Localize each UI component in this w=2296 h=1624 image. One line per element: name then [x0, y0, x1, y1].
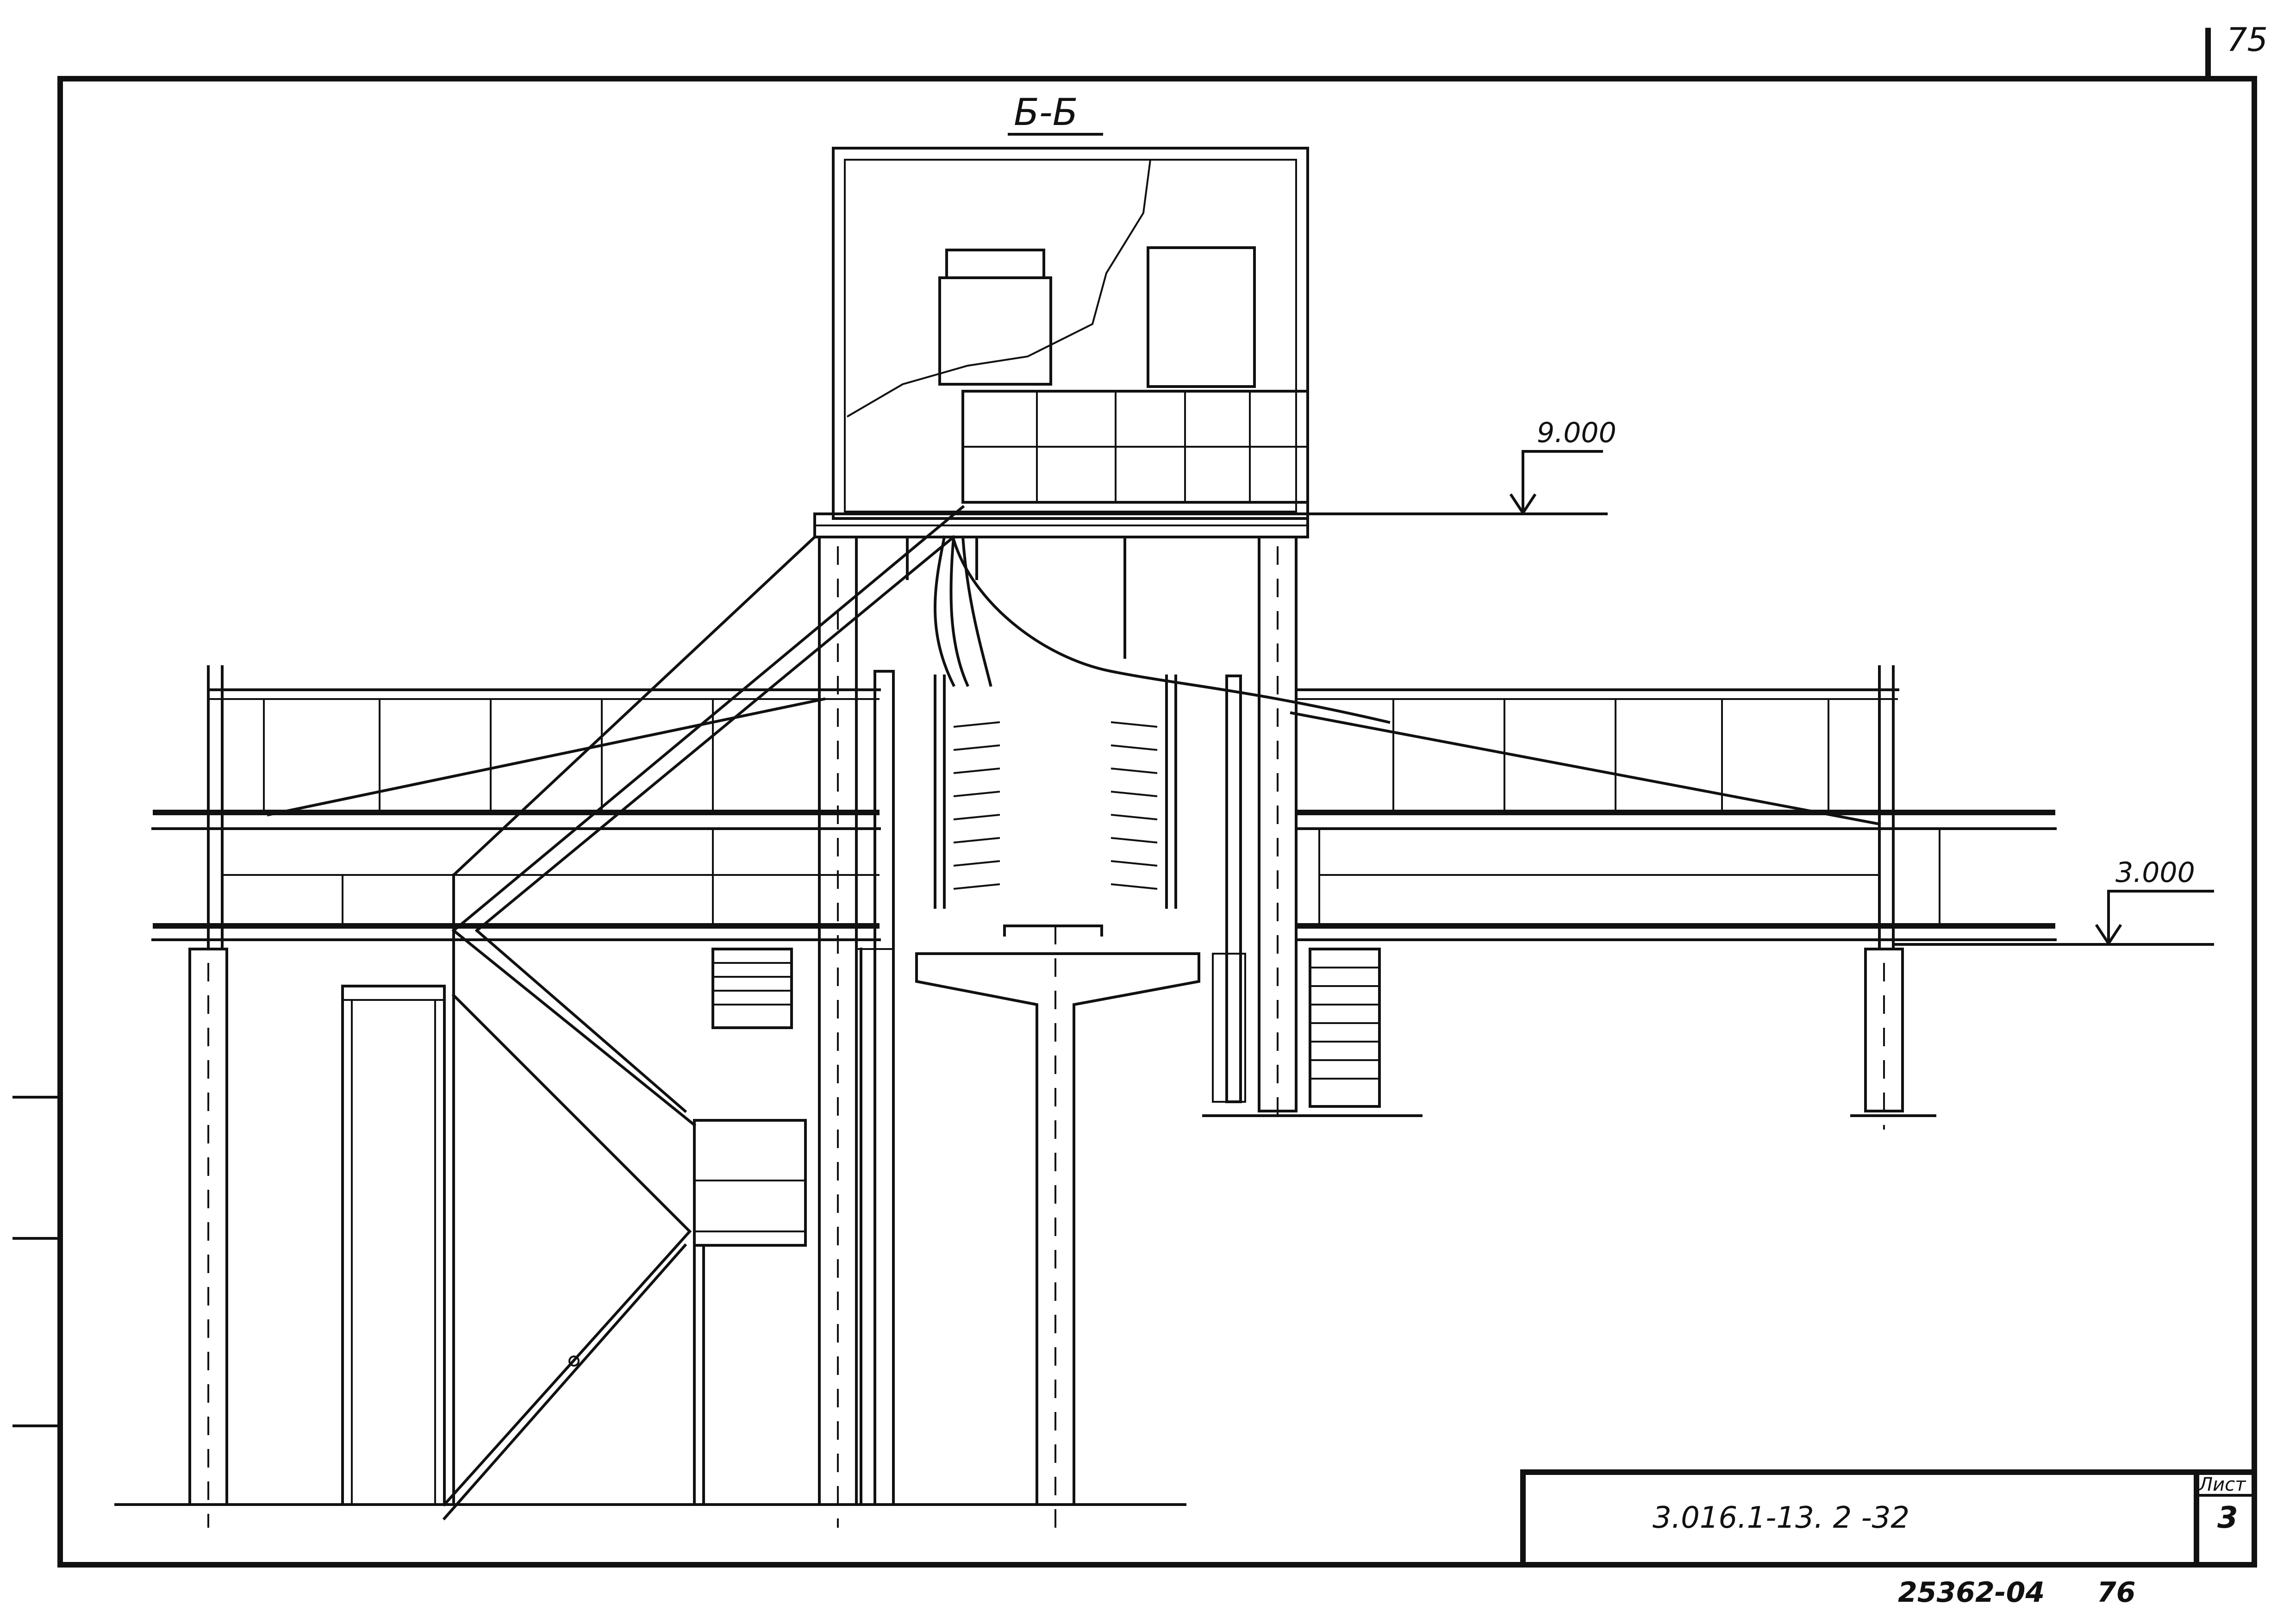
lower-deck-right: [1290, 665, 2057, 950]
section-title-group: Б-Б: [1008, 91, 1103, 136]
section-title: Б-Б: [1014, 91, 1078, 134]
upper-cabin: [832, 147, 1309, 520]
columns: [188, 536, 1904, 1528]
archive-number: 25362-04: [1898, 1576, 2045, 1609]
insulator-assembly: [934, 675, 1177, 937]
stair-under-deck-left: [711, 948, 793, 1029]
elevation-marker-lower: 3.000: [1892, 856, 2214, 946]
cable-bundle: [934, 535, 1391, 724]
intermediate-landing: [693, 1119, 807, 1506]
sheet-number: 3: [2217, 1501, 2238, 1535]
inclined-stair: [442, 505, 965, 1521]
sheet-frame: [57, 28, 2257, 1568]
stair-under-deck-right: [1309, 948, 1381, 1108]
elevation-marker-upper: 9.000: [1509, 417, 1616, 516]
title-block: 3.016.1-13. 2 -32 Лист 3: [1520, 1469, 2257, 1568]
archive-stamp: 25362-04 76: [1898, 1576, 2136, 1609]
archive-page: 76: [2097, 1576, 2136, 1609]
elevation-upper-label: 9.000: [1537, 417, 1616, 449]
lower-deck-left: [151, 665, 881, 950]
elevation-lower-label: 3.000: [2115, 856, 2195, 889]
sheet-label: Лист: [2198, 1474, 2246, 1495]
central-pedestal: [915, 926, 1200, 1528]
drawing-designation: 3.016.1-13. 2 -32: [1653, 1501, 1909, 1535]
margin-ticks: [12, 1096, 62, 1427]
upper-platform: [813, 512, 1608, 659]
sheet-corner-number: 75: [2227, 21, 2268, 59]
ground-lines: [114, 1114, 1936, 1506]
